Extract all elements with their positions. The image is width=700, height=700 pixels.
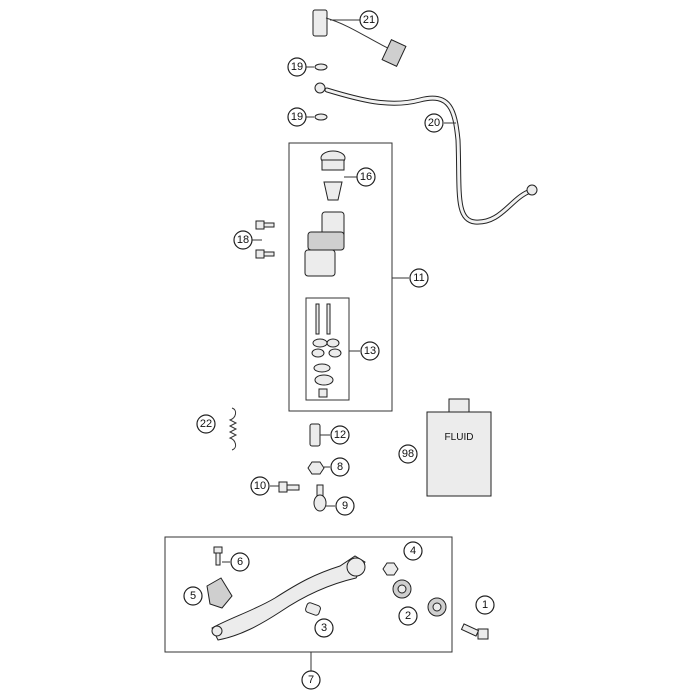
brake-pedal-group-frame xyxy=(164,536,453,653)
callout-10: 10 xyxy=(250,476,270,496)
piston-kit-group-frame xyxy=(305,297,350,401)
pedal-nut-part xyxy=(382,562,399,576)
brake-hose-part xyxy=(314,82,538,225)
svg-text:5: 5 xyxy=(190,590,196,602)
callout-19-lower: 19 xyxy=(287,107,307,127)
svg-text:13: 13 xyxy=(364,345,376,357)
svg-text:7: 7 xyxy=(308,674,314,686)
callout-8: 8 xyxy=(330,457,350,477)
washer-lower-part xyxy=(314,113,328,121)
clevis-bolt-part xyxy=(278,481,300,493)
piston-kit-part xyxy=(311,303,342,398)
pedal-pivot-bolt-part xyxy=(460,623,489,640)
svg-text:1: 1 xyxy=(482,599,488,611)
lock-nut-part xyxy=(307,461,325,475)
svg-text:22: 22 xyxy=(200,418,212,430)
callout-7: 7 xyxy=(301,670,321,690)
callout-19-upper: 19 xyxy=(287,57,307,77)
callout-21: 21 xyxy=(359,10,379,30)
clevis-part xyxy=(313,484,327,512)
master-cylinder-group-frame xyxy=(288,142,393,412)
callout-2: 2 xyxy=(398,606,418,626)
return-spring-part xyxy=(228,407,238,451)
callout-22: 22 xyxy=(196,414,216,434)
svg-text:2: 2 xyxy=(405,610,411,622)
brake-fluid-bottle-part: FLUID xyxy=(426,398,492,497)
callout-20: 20 xyxy=(424,113,444,133)
callout-4: 4 xyxy=(403,541,423,561)
svg-text:9: 9 xyxy=(342,500,348,512)
callout-18: 18 xyxy=(233,230,253,250)
mounting-bolts-part xyxy=(255,220,275,259)
brake-light-switch-part xyxy=(312,9,407,68)
pedal-tip-part xyxy=(206,577,233,609)
svg-text:20: 20 xyxy=(428,117,440,129)
pedal-bushing-part xyxy=(305,602,321,616)
pedal-bearing-part xyxy=(392,579,412,599)
svg-text:21: 21 xyxy=(363,14,375,26)
callout-6: 6 xyxy=(230,552,250,572)
master-cylinder-body-part xyxy=(304,211,345,277)
svg-text:11: 11 xyxy=(413,272,424,284)
washer-upper-part xyxy=(314,63,328,71)
callout-12: 12 xyxy=(330,425,350,445)
callout-9: 9 xyxy=(335,496,355,516)
pedal-tip-screw-part xyxy=(213,546,223,566)
svg-text:3: 3 xyxy=(321,622,327,634)
svg-text:18: 18 xyxy=(237,234,249,246)
callout-5: 5 xyxy=(183,586,203,606)
svg-text:8: 8 xyxy=(337,461,343,473)
pedal-bearing-outer-part xyxy=(427,597,447,617)
callout-16: 16 xyxy=(356,167,376,187)
svg-text:10: 10 xyxy=(254,480,266,492)
svg-text:98: 98 xyxy=(402,448,414,460)
reservoir-cap-part xyxy=(320,150,346,201)
svg-text:12: 12 xyxy=(334,429,346,441)
svg-text:4: 4 xyxy=(410,545,416,557)
callout-3: 3 xyxy=(314,618,334,638)
svg-text:6: 6 xyxy=(237,556,243,568)
callout-11: 11 xyxy=(409,268,429,288)
push-rod-clevis-part xyxy=(309,423,321,447)
brake-pedal-part xyxy=(211,555,366,641)
callout-13: 13 xyxy=(360,341,380,361)
fluid-bottle-label: FLUID xyxy=(445,432,474,443)
svg-text:19: 19 xyxy=(291,111,303,123)
callout-98: 98 xyxy=(398,444,418,464)
svg-text:16: 16 xyxy=(360,171,372,183)
svg-text:19: 19 xyxy=(291,61,303,73)
callout-1: 1 xyxy=(475,595,495,615)
